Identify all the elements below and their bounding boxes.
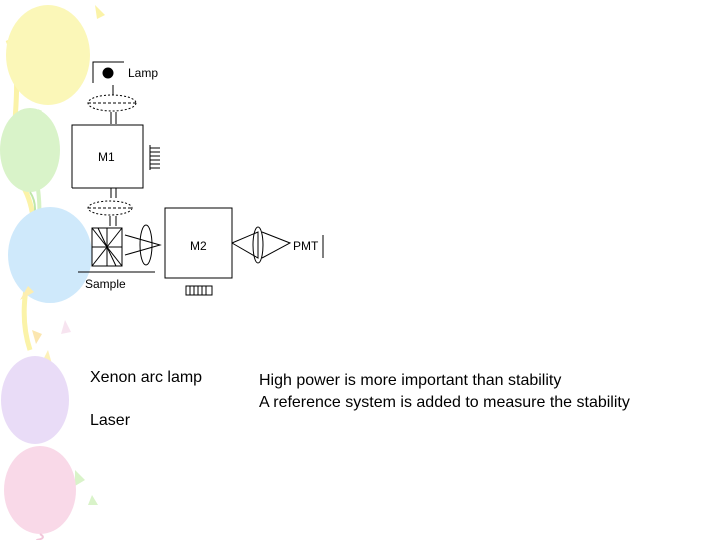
source-laser: Laser xyxy=(90,412,131,429)
confetti xyxy=(88,495,98,505)
lens-3 xyxy=(139,224,153,266)
lamp-bulb xyxy=(102,67,114,79)
confetti xyxy=(75,470,85,486)
balloon-blue xyxy=(8,207,92,303)
balloon-green xyxy=(0,108,60,192)
balloon-purple xyxy=(1,356,69,444)
balloon-pink xyxy=(4,446,76,534)
label-m1: M1 xyxy=(98,150,115,164)
confetti xyxy=(61,320,71,334)
lens-4 xyxy=(231,231,259,259)
confetti xyxy=(20,286,34,300)
m1-box xyxy=(71,124,144,189)
lamp-housing xyxy=(92,61,124,83)
grating-2 xyxy=(185,285,213,296)
scatter-lines xyxy=(91,227,123,267)
label-pmt: PMT xyxy=(293,239,319,253)
balloon-yellow xyxy=(6,5,90,105)
confetti xyxy=(95,5,105,19)
label-sample: Sample xyxy=(85,277,126,291)
label-m2: M2 xyxy=(190,239,207,253)
source-xenon-lamp: Xenon arc lamp xyxy=(90,369,203,386)
grating-1 xyxy=(149,145,160,170)
label-lamp: Lamp xyxy=(128,66,158,80)
note-reference-system: A reference system is added to measure t… xyxy=(259,394,630,411)
note-high-power: High power is more important than stabil… xyxy=(259,372,562,389)
confetti xyxy=(32,330,42,344)
